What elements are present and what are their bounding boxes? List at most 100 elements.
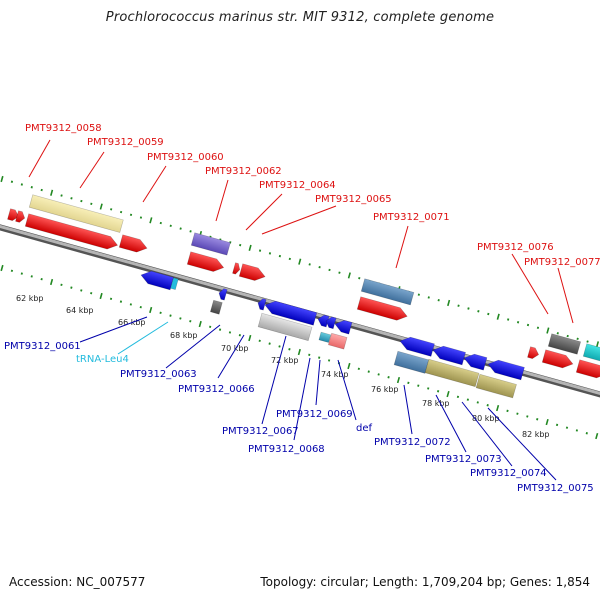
gene-label: PMT9312_0059 xyxy=(87,137,164,148)
minor-tick xyxy=(258,339,261,343)
minor-tick xyxy=(576,337,579,340)
minor-tick xyxy=(20,272,23,275)
minor-tick xyxy=(139,306,142,309)
scale-label: 64 kbp xyxy=(66,306,94,315)
gene-label: PMT9312_0061 xyxy=(4,341,81,352)
minor-tick xyxy=(526,415,529,418)
gene-arrow xyxy=(118,234,148,253)
minor-tick xyxy=(179,317,182,320)
minor-tick xyxy=(318,265,321,269)
minor-tick xyxy=(20,183,23,186)
gene-block xyxy=(257,312,313,342)
gene-block xyxy=(318,331,332,343)
gene-arrow xyxy=(257,298,267,311)
gene-arrow xyxy=(527,346,540,359)
scale-label: 80 kbp xyxy=(472,414,500,423)
gene-block xyxy=(360,278,415,306)
gene-label: PMT9312_0075 xyxy=(517,483,594,494)
scale-label: 74 kbp xyxy=(321,370,349,379)
minor-tick xyxy=(476,401,479,404)
forward-gene-labels: PMT9312_0058 PMT9312_0059 PMT9312_0060 P… xyxy=(25,123,600,268)
minor-tick xyxy=(308,263,311,266)
minor-tick xyxy=(358,276,361,280)
minor-tick xyxy=(456,395,460,399)
gene-block xyxy=(547,333,582,355)
gene-label: PMT9312_0064 xyxy=(259,180,336,191)
major-tick xyxy=(50,189,54,196)
minor-tick xyxy=(328,268,331,272)
gene-label: PMT9312_0074 xyxy=(470,468,547,479)
minor-tick xyxy=(129,303,132,306)
major-tick xyxy=(248,334,252,342)
minor-tick xyxy=(436,390,440,393)
minor-tick xyxy=(169,224,172,228)
minor-tick xyxy=(507,318,510,321)
major-tick xyxy=(347,362,351,370)
minor-tick xyxy=(467,307,470,310)
major-tick xyxy=(447,299,451,307)
gene-arrow xyxy=(487,359,525,381)
scale-label: 72 kbp xyxy=(271,356,299,365)
minor-tick xyxy=(30,275,33,278)
gene-arrow xyxy=(232,262,241,275)
minor-tick xyxy=(189,320,192,323)
gene-arrow xyxy=(356,296,408,321)
minor-tick xyxy=(60,283,63,287)
major-tick xyxy=(595,432,599,440)
gene-arrow xyxy=(334,320,353,335)
minor-tick xyxy=(417,293,420,296)
forward-features xyxy=(7,194,600,379)
gene-block xyxy=(424,358,480,388)
gene-label: PMT9312_0058 xyxy=(25,123,102,134)
gene-arrow xyxy=(218,288,228,301)
minor-tick xyxy=(10,269,14,273)
minor-tick xyxy=(129,213,133,217)
minor-tick xyxy=(119,300,123,303)
major-tick xyxy=(99,203,103,210)
minor-tick xyxy=(40,277,43,281)
trna-leader xyxy=(117,321,169,355)
gene-arrow xyxy=(264,300,318,326)
gene-label: PMT9312_0073 xyxy=(425,454,502,465)
minor-tick xyxy=(477,310,480,313)
minor-tick xyxy=(10,180,14,183)
minor-tick xyxy=(110,208,113,211)
minor-tick xyxy=(40,188,43,192)
gene-block xyxy=(190,232,231,256)
gene-block xyxy=(28,194,124,233)
minor-tick xyxy=(575,429,579,432)
minor-tick xyxy=(377,373,380,376)
minor-tick xyxy=(565,426,569,429)
minor-tick xyxy=(139,216,143,219)
gene-arrow xyxy=(238,263,266,281)
gene-label: PMT9312_0066 xyxy=(178,384,255,395)
major-tick xyxy=(545,418,549,426)
map-title: Prochlorococcus marinus str. MIT 9312, c… xyxy=(105,10,495,25)
gene-label: PMT9312_0062 xyxy=(205,166,282,177)
minor-tick xyxy=(585,432,588,435)
major-tick xyxy=(49,278,54,286)
minor-tick xyxy=(268,252,272,255)
minor-tick xyxy=(516,321,520,324)
gene-arrow xyxy=(432,345,466,366)
minor-tick xyxy=(268,342,271,345)
gene-label: PMT9312_0067 xyxy=(222,426,299,437)
major-tick xyxy=(198,320,202,328)
scale-label: 62 kbp xyxy=(16,294,44,303)
minor-tick xyxy=(90,292,93,295)
major-tick xyxy=(149,306,153,314)
major-tick xyxy=(0,175,4,183)
gene-label: PMT9312_0068 xyxy=(248,444,325,455)
minor-tick xyxy=(338,271,341,274)
minor-tick xyxy=(526,323,530,327)
accession-text: Accession: NC_007577 xyxy=(9,575,146,589)
minor-tick xyxy=(308,353,311,357)
gene-block xyxy=(393,350,430,374)
major-tick xyxy=(595,341,600,348)
minor-tick xyxy=(209,325,212,329)
gene-label: PMT9312_0071 xyxy=(373,212,450,223)
gene-arrow xyxy=(186,251,225,272)
minor-tick xyxy=(238,334,242,337)
gene-label: PMT9312_0065 xyxy=(315,194,392,205)
